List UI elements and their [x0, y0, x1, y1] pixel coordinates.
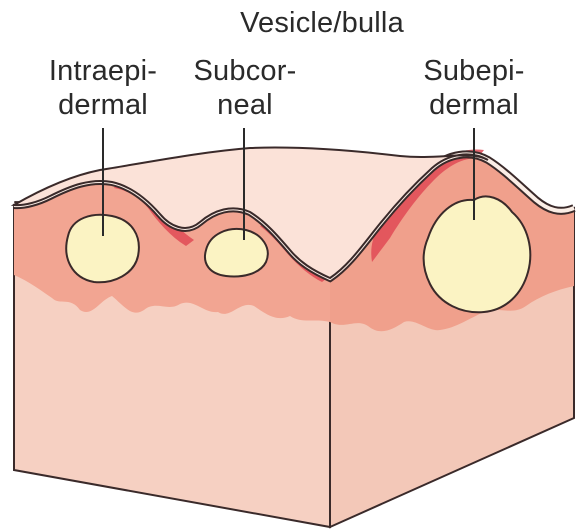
label-subepidermal-line2: dermal: [404, 88, 544, 122]
label-subepidermal-line1: Subepi-: [404, 54, 544, 88]
label-intraepidermal-line1: Intraepi-: [28, 54, 178, 88]
label-subcorneal-line1: Subcor-: [180, 54, 310, 88]
label-subcorneal-line2: neal: [180, 88, 310, 122]
label-subepidermal: Subepi- dermal: [404, 54, 544, 122]
label-subcorneal: Subcor- neal: [180, 54, 310, 122]
label-intraepidermal: Intraepi- dermal: [28, 54, 178, 122]
label-intraepidermal-line2: dermal: [28, 88, 178, 122]
diagram-title: Vesicle/bulla: [222, 6, 422, 40]
subcorneal-blister: [205, 229, 268, 277]
